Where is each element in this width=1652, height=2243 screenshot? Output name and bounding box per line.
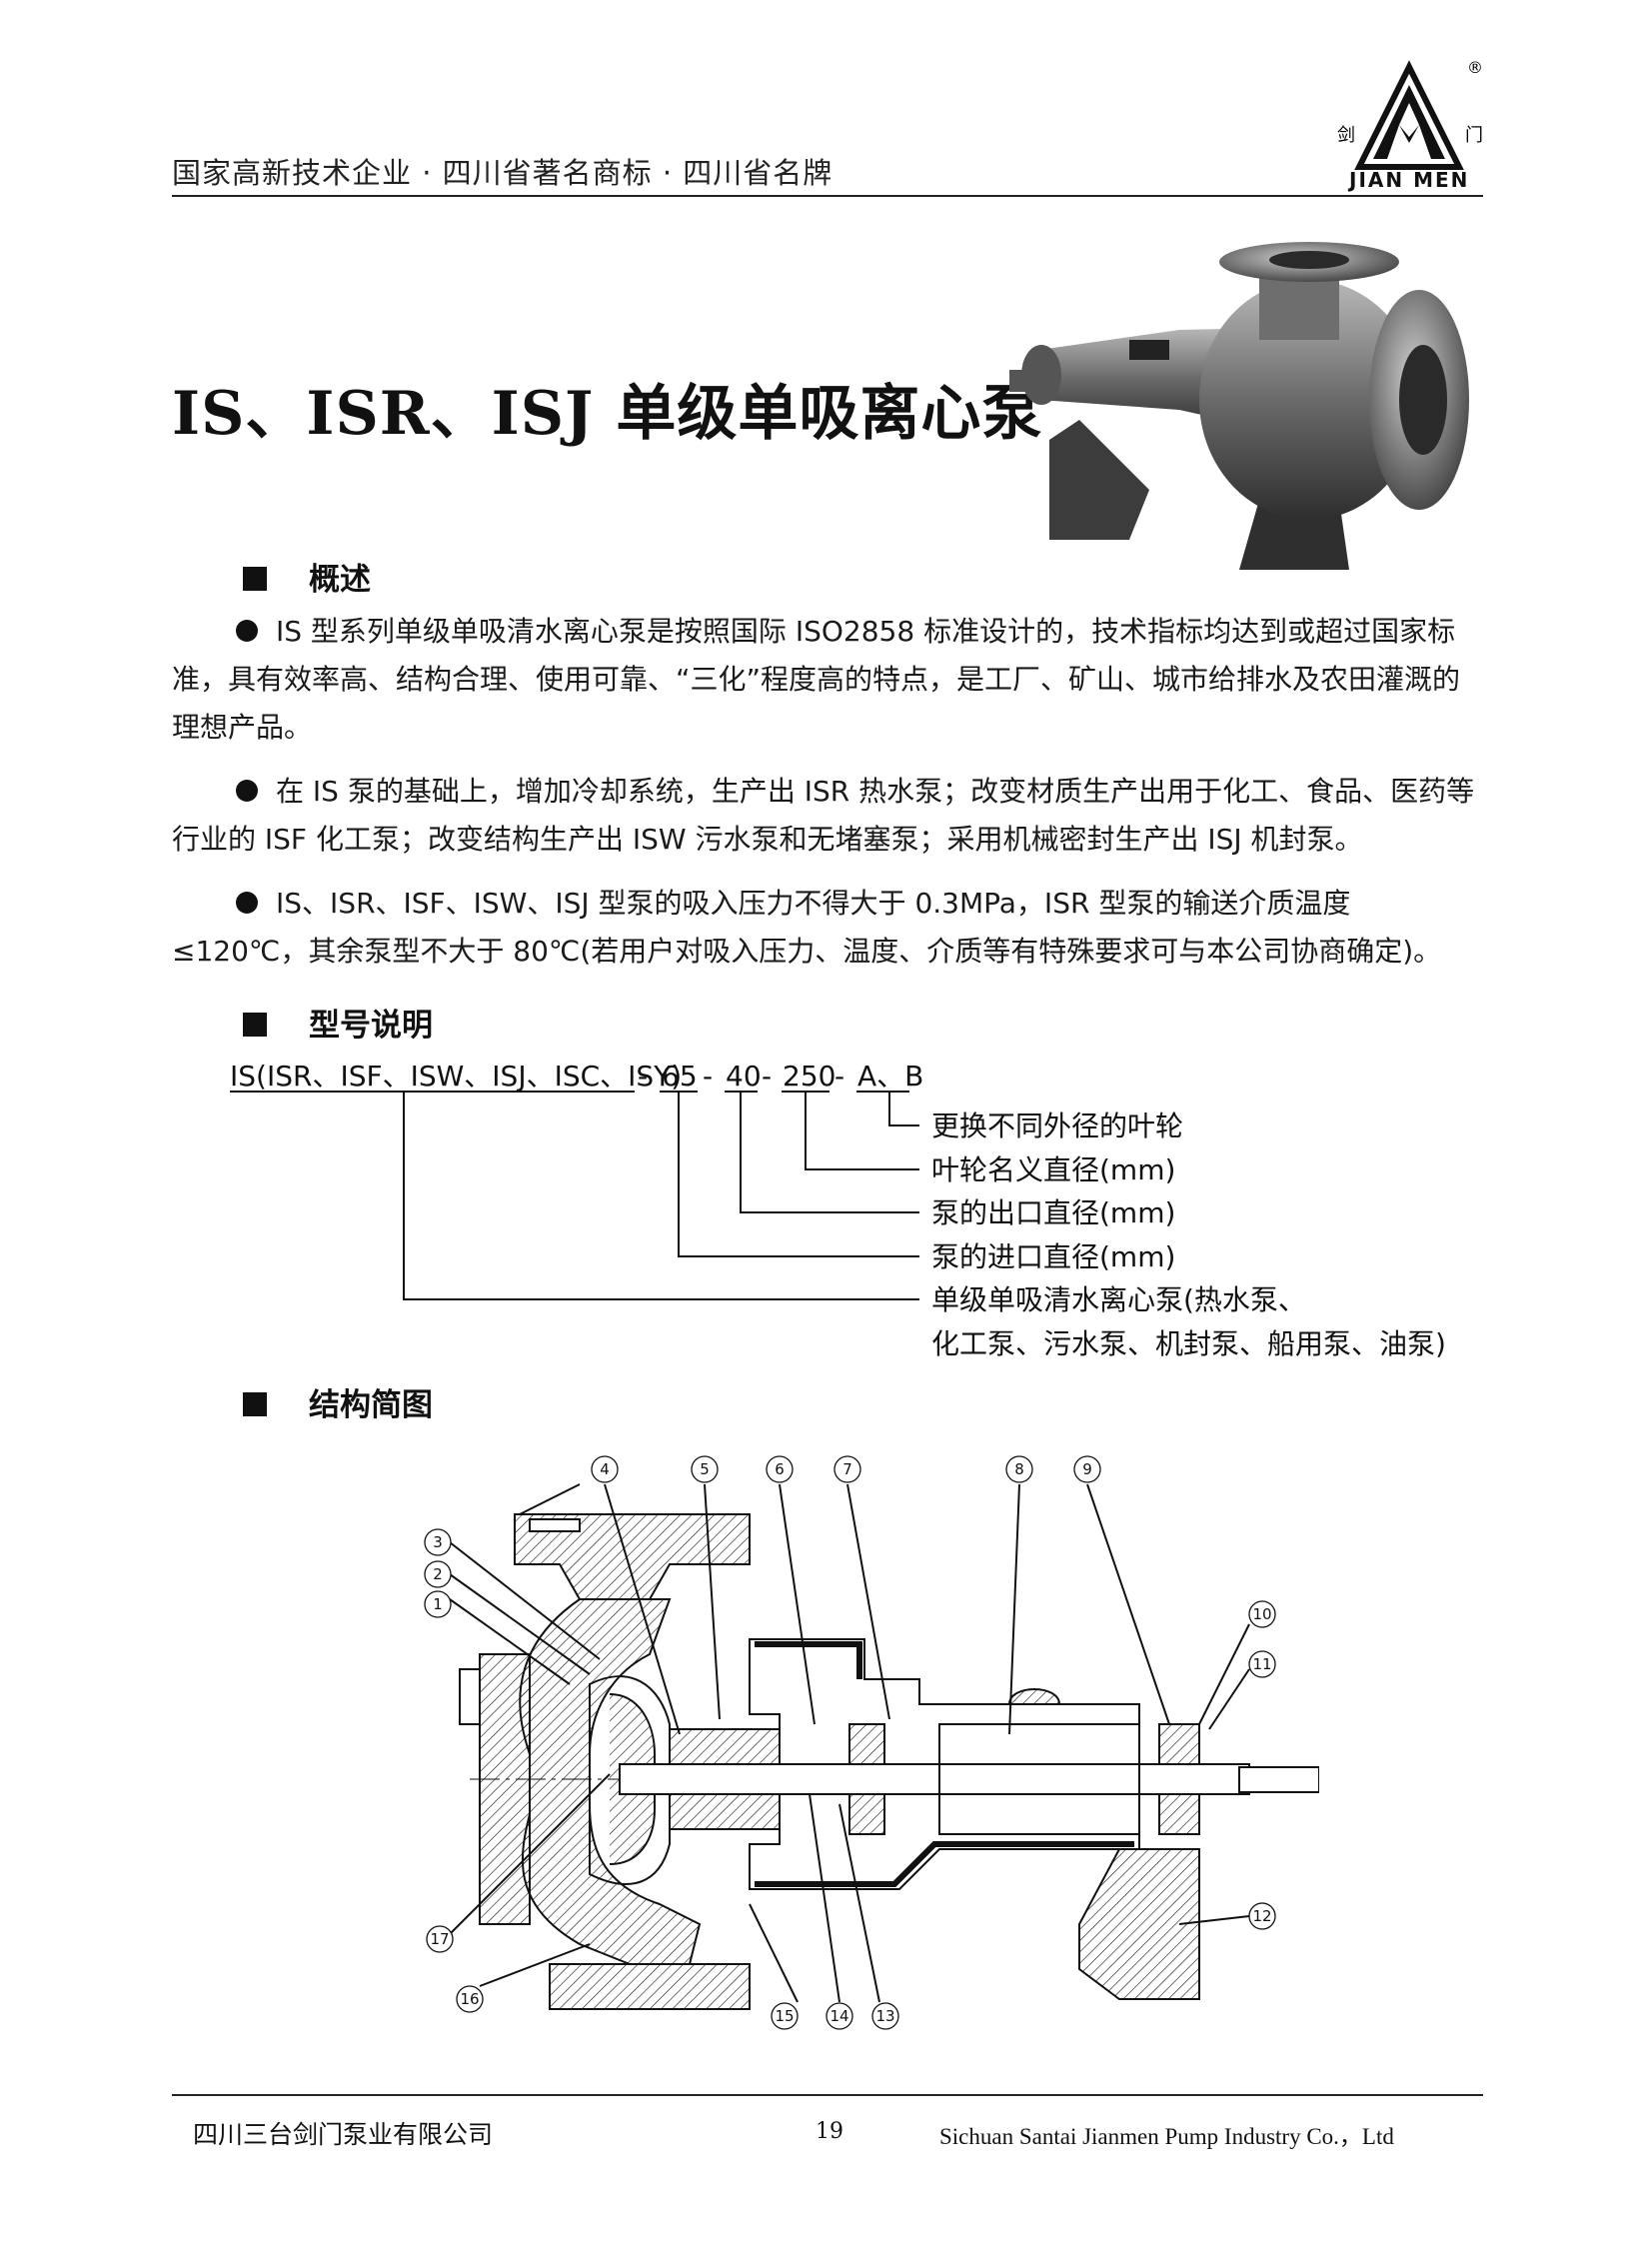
logo-registered: ® <box>1467 58 1483 77</box>
callout-13: 13 <box>871 2002 899 2030</box>
paragraph-2: 在 IS 泵的基础上，增加冷却系统，生产出 ISR 热水泵；改变材质生产出用于化… <box>172 768 1483 864</box>
section-heading-overview: 概述 <box>243 554 371 599</box>
code-dash-1: - <box>638 1060 648 1093</box>
paragraph-text: IS 型系列单级单吸清水离心泵是按照国际 ISO2858 标准设计的，技术指标均… <box>172 615 1461 744</box>
footer-company-en: Sichuan Santai Jianmen Pump Industry Co.… <box>939 2124 1394 2149</box>
svg-text:12: 12 <box>1252 1907 1271 1925</box>
callout-1: 1 <box>424 1590 452 1618</box>
footer-rule <box>172 2094 1483 2096</box>
paragraph-3: IS、ISR、ISF、ISW、ISJ 型泵的吸入压力不得大于 0.3MPa，IS… <box>172 880 1483 976</box>
code-variant: A、B <box>857 1060 923 1093</box>
section-heading-text: 型号说明 <box>309 1008 433 1044</box>
svg-text:9: 9 <box>1082 1460 1092 1478</box>
svg-text:7: 7 <box>842 1460 852 1478</box>
svg-text:5: 5 <box>700 1460 710 1478</box>
code-series: IS(ISR、ISF、ISW、ISJ、ISC、ISY) <box>230 1060 682 1093</box>
page-number: 19 <box>816 2119 843 2144</box>
section-heading-text: 概述 <box>309 562 371 598</box>
square-bullet-icon <box>243 567 267 591</box>
callout-7: 7 <box>833 1455 861 1483</box>
svg-text:1: 1 <box>433 1595 443 1613</box>
code-dash-3: - <box>762 1060 772 1093</box>
svg-text:2: 2 <box>433 1565 443 1583</box>
paragraph-text: 在 IS 泵的基础上，增加冷却系统，生产出 ISR 热水泵；改变材质生产出用于化… <box>172 775 1475 856</box>
svg-text:3: 3 <box>433 1533 443 1551</box>
logo-cn-left: 剑 <box>1337 125 1355 146</box>
section-heading-structure: 结构简图 <box>243 1379 433 1424</box>
callout-12: 12 <box>1248 1902 1276 1930</box>
structure-drawing: 1 2 3 4 5 6 7 8 9 10 11 12 13 14 15 16 1… <box>424 1455 1319 2030</box>
section-heading-model: 型号说明 <box>243 1000 433 1045</box>
callout-9: 9 <box>1073 1455 1101 1483</box>
section-heading-text: 结构简图 <box>309 1387 433 1423</box>
callout-2: 2 <box>424 1560 452 1588</box>
square-bullet-icon <box>243 1392 267 1416</box>
logo-cn-right: 门 <box>1465 125 1483 146</box>
paragraph-text: IS、ISR、ISF、ISW、ISJ 型泵的吸入压力不得大于 0.3MPa，IS… <box>172 887 1442 968</box>
svg-text:15: 15 <box>775 2007 794 2025</box>
code-dash-2: - <box>703 1060 713 1093</box>
callout-17: 17 <box>426 1925 454 1953</box>
callout-11: 11 <box>1248 1650 1276 1678</box>
svg-text:8: 8 <box>1014 1460 1024 1478</box>
bullet-icon <box>236 620 258 642</box>
paragraph-1: IS 型系列单级单吸清水离心泵是按照国际 ISO2858 标准设计的，技术指标均… <box>172 608 1483 752</box>
code-impeller: 250 <box>783 1060 835 1093</box>
callout-14: 14 <box>826 2002 853 2030</box>
svg-text:6: 6 <box>775 1460 785 1478</box>
svg-text:4: 4 <box>600 1460 610 1478</box>
callout-4: 4 <box>591 1455 619 1483</box>
square-bullet-icon <box>243 1013 267 1037</box>
svg-text:11: 11 <box>1252 1655 1271 1673</box>
callout-15: 15 <box>771 2002 799 2030</box>
model-code-diagram: IS(ISR、ISF、ISW、ISJ、ISC、ISY) - 65 - 40 - … <box>230 1060 1446 1360</box>
svg-text:17: 17 <box>430 1930 449 1948</box>
svg-text:14: 14 <box>829 2007 848 2025</box>
header-slogan: 国家高新技术企业 · 四川省著名商标 · 四川省名牌 <box>172 156 833 190</box>
pump-photo <box>1009 242 1469 570</box>
code-dash-4: - <box>834 1060 844 1093</box>
callout-8: 8 <box>1005 1455 1033 1483</box>
bullet-icon <box>236 892 258 914</box>
svg-text:16: 16 <box>460 1990 479 2008</box>
model-label-outlet: 泵的出口直径(mm) <box>931 1196 1175 1229</box>
header-rule <box>172 195 1483 197</box>
svg-text:10: 10 <box>1252 1605 1271 1623</box>
logo-text: JIAN MEN <box>1349 168 1470 192</box>
code-outlet: 40 <box>726 1060 762 1093</box>
callout-3: 3 <box>424 1528 452 1556</box>
svg-text:13: 13 <box>875 2007 894 2025</box>
model-label-impeller-variant: 更换不同外径的叶轮 <box>931 1110 1183 1142</box>
callout-5: 5 <box>691 1455 719 1483</box>
model-label-series-2: 化工泵、污水泵、机封泵、船用泵、油泵) <box>931 1327 1446 1360</box>
callout-6: 6 <box>766 1455 794 1483</box>
model-label-series-1: 单级单吸清水离心泵(热水泵、 <box>931 1283 1306 1316</box>
model-label-inlet: 泵的进口直径(mm) <box>931 1240 1175 1273</box>
footer-company-cn: 四川三台剑门泵业有限公司 <box>193 2120 494 2149</box>
jianmen-logo: ® 剑 门 <box>1337 58 1483 170</box>
callout-16: 16 <box>456 1985 484 2013</box>
model-label-impeller-diameter: 叶轮名义直径(mm) <box>931 1153 1175 1186</box>
code-inlet: 65 <box>662 1060 698 1093</box>
page-title: IS、ISR、ISJ 单级单吸离心泵 <box>172 379 1043 449</box>
bullet-icon <box>236 780 258 802</box>
callout-10: 10 <box>1248 1600 1276 1628</box>
